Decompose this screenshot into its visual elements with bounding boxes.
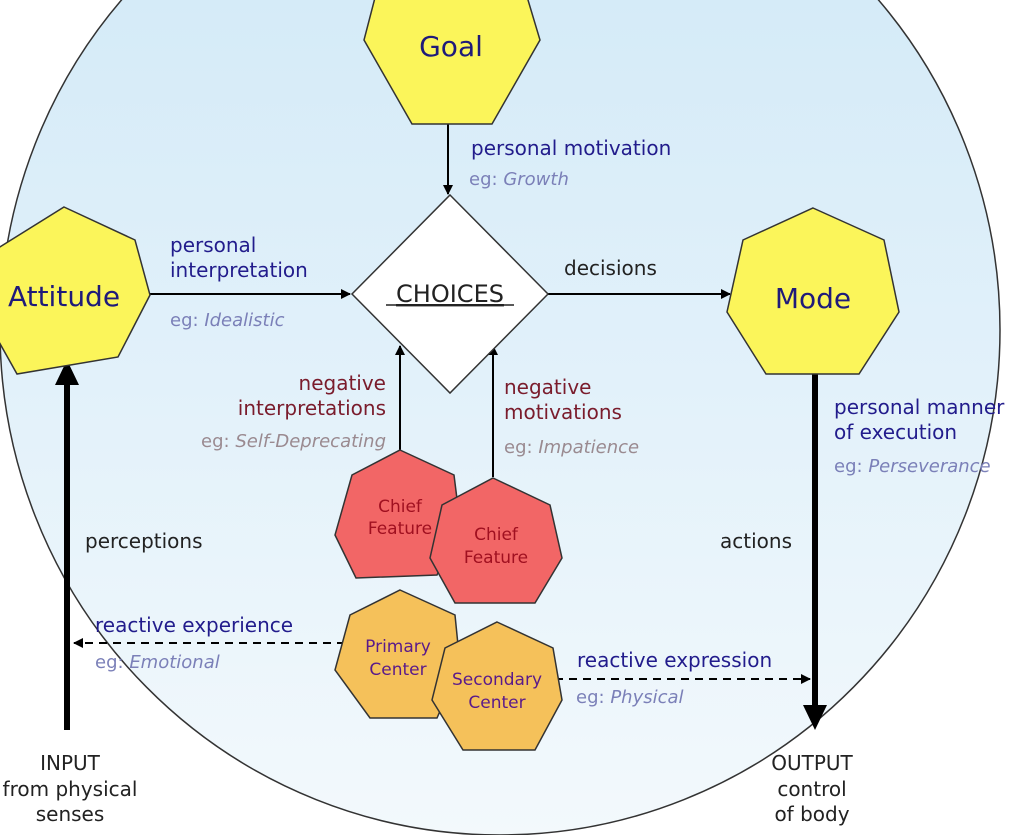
choices-diamond-icon: [350, 193, 550, 395]
output-title: OUTPUT: [771, 751, 853, 775]
personal-manner-line2: of execution: [834, 420, 957, 444]
idealistic-example: eg: Idealistic: [170, 310, 285, 331]
input-line2: from physical: [3, 777, 138, 801]
reactive-experience-label: reactive experience: [95, 613, 293, 637]
self-deprecating-eg-value: Self-Deprecating: [235, 431, 386, 452]
attitude-label: Attitude: [8, 280, 120, 313]
chief-feature-2-line1: Chief: [474, 525, 519, 545]
perseverance-example: eg: Perseverance: [834, 456, 991, 477]
input-arrowhead: [55, 360, 79, 385]
secondary-center-line2: Center: [468, 693, 525, 713]
mode-label: Mode: [775, 282, 851, 315]
primary-center-heptagon-icon: [334, 589, 461, 719]
perseverance-eg-value: Perseverance: [868, 456, 990, 477]
chief-feature-node-1[interactable]: Chief Feature: [334, 449, 461, 579]
primary-center-line2: Center: [369, 660, 426, 680]
output-line3: of body: [774, 802, 849, 826]
secondary-center-node[interactable]: Secondary Center: [431, 621, 563, 751]
input-line3: senses: [36, 802, 105, 826]
primary-center-node[interactable]: Primary Center: [334, 589, 461, 719]
negative-interpretations-line2: interpretations: [238, 396, 386, 420]
goal-label: Goal: [419, 30, 483, 63]
chief-feature-1-heptagon-icon: [334, 449, 461, 579]
impatience-eg-value: Impatience: [538, 437, 639, 458]
self-deprecating-example: eg: Self-Deprecating: [201, 431, 386, 452]
self-circle: [0, 0, 1001, 835]
actions-label: actions: [720, 529, 792, 553]
reactive-expression-label: reactive expression: [577, 648, 772, 672]
physical-eg-value: Physical: [610, 687, 683, 708]
negative-motivations-line2: motivations: [504, 400, 622, 424]
physical-eg-prefix: eg:: [576, 687, 605, 708]
mode-heptagon-icon: [726, 207, 900, 375]
secondary-center-heptagon-icon: [431, 621, 563, 751]
emotional-example: eg: Emotional: [95, 652, 220, 673]
emotional-eg-prefix: eg:: [95, 652, 124, 673]
chief-feature-1-line2: Feature: [368, 519, 432, 539]
growth-eg-value: Growth: [503, 169, 569, 190]
attitude-heptagon-icon: [0, 206, 151, 375]
growth-eg-prefix: eg:: [469, 169, 498, 190]
personal-manner-line1: personal manner: [834, 395, 1005, 419]
self-deprecating-eg-prefix: eg:: [201, 431, 230, 452]
personal-interpretation-line1: personal: [170, 233, 256, 257]
chief-feature-node-2[interactable]: Chief Feature: [429, 477, 563, 604]
mode-node[interactable]: Mode: [726, 207, 900, 375]
choices-label: CHOICES: [396, 280, 504, 308]
primary-center-line1: Primary: [365, 637, 431, 657]
goal-node[interactable]: Goal: [363, 0, 541, 125]
input-title: INPUT: [40, 751, 101, 775]
perceptions-label: perceptions: [85, 529, 203, 553]
choices-node[interactable]: CHOICES: [350, 193, 550, 395]
output-line2: control: [777, 777, 846, 801]
chief-feature-2-line2: Feature: [464, 548, 528, 568]
emotional-eg-value: Emotional: [129, 652, 219, 673]
idealistic-eg-value: Idealistic: [204, 310, 284, 331]
negative-interpretations-line1: negative: [299, 371, 386, 395]
goal-heptagon-icon: [363, 0, 541, 125]
perseverance-eg-prefix: eg:: [834, 456, 863, 477]
personal-motivation-label: personal motivation: [471, 136, 671, 160]
decisions-label: decisions: [564, 256, 657, 280]
impatience-example: eg: Impatience: [504, 437, 639, 458]
chief-feature-2-heptagon-icon: [429, 477, 563, 604]
negative-motivations-line1: negative: [504, 375, 591, 399]
growth-example: eg: Growth: [469, 169, 569, 190]
chief-feature-1-line1: Chief: [378, 497, 423, 517]
secondary-center-line1: Secondary: [452, 670, 542, 690]
output-arrowhead: [803, 705, 827, 730]
attitude-node[interactable]: Attitude: [0, 206, 151, 375]
physical-example: eg: Physical: [576, 687, 684, 708]
idealistic-eg-prefix: eg:: [170, 310, 199, 331]
impatience-eg-prefix: eg:: [504, 437, 533, 458]
personal-interpretation-line2: interpretation: [170, 258, 308, 282]
